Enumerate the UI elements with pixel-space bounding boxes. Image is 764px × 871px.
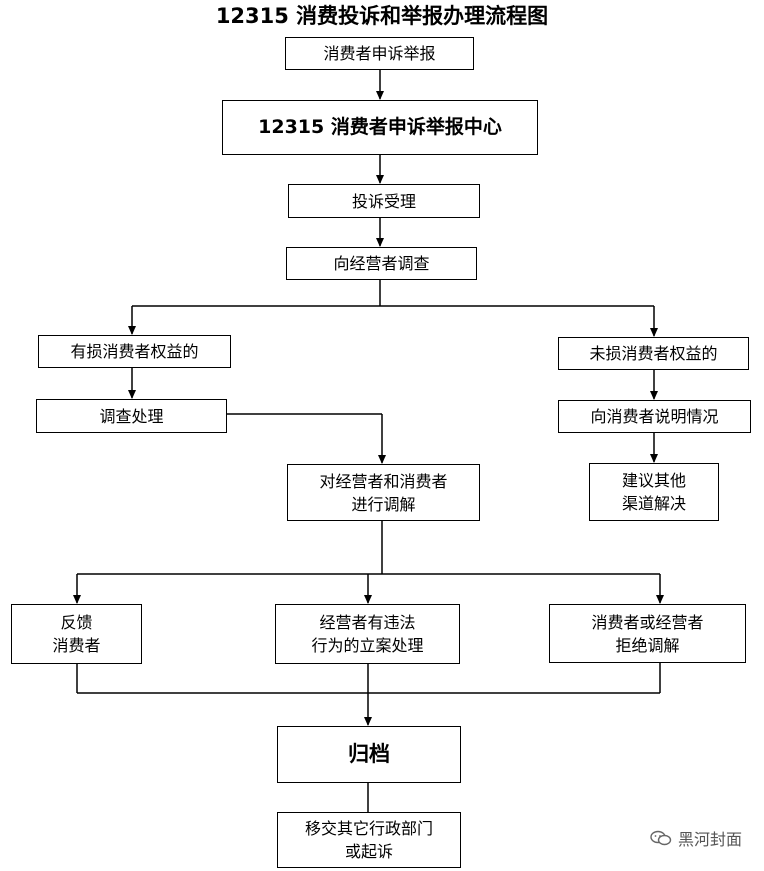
node-feedback-consumer: 反馈 消费者	[11, 604, 142, 664]
node-other-channel: 建议其他 渠道解决	[589, 463, 719, 521]
node-explain-consumer: 向消费者说明情况	[558, 400, 751, 433]
wechat-icon	[650, 830, 672, 846]
node-refuse-mediation: 消费者或经营者 拒绝调解	[549, 604, 746, 663]
watermark: 黑河封面	[650, 826, 742, 850]
watermark-text: 黑河封面	[678, 830, 743, 849]
node-investigate-operator: 向经营者调查	[286, 247, 477, 280]
page-title: 12315 消费投诉和举报办理流程图	[215, 4, 549, 28]
node-archive: 归档	[277, 726, 461, 783]
node-transfer: 移交其它行政部门 或起诉	[277, 812, 461, 868]
node-investigate-handle: 调查处理	[36, 399, 227, 433]
node-complaint-center: 12315 消费者申诉举报中心	[222, 100, 538, 155]
node-illegal-case: 经营者有违法 行为的立案处理	[275, 604, 460, 664]
node-mediate: 对经营者和消费者 进行调解	[287, 464, 480, 521]
node-not-harmful: 未损消费者权益的	[558, 337, 749, 370]
node-consumer-report: 消费者申诉举报	[285, 37, 474, 70]
node-complaint-accept: 投诉受理	[288, 184, 480, 218]
node-harmful: 有损消费者权益的	[38, 335, 231, 368]
